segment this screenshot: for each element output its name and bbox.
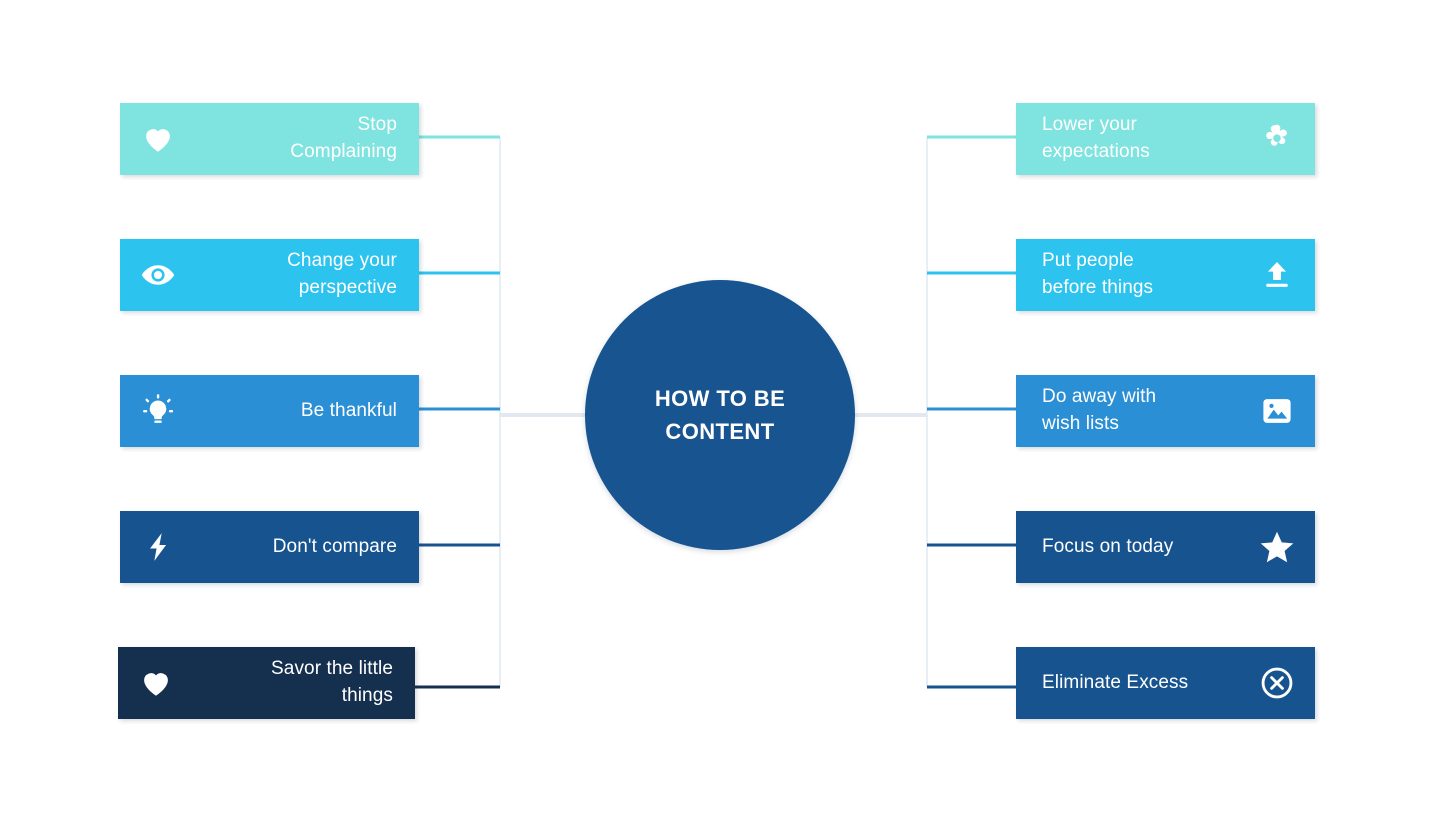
branch-node-label: Don't compare: [272, 535, 397, 557]
branch-node-label: Savor the little things: [271, 658, 393, 706]
image-icon: [1257, 391, 1297, 431]
heart-icon: [136, 663, 176, 703]
branch-node-label: Put people before things: [1042, 250, 1154, 298]
branch-node-left-2[interactable]: Change your perspective: [120, 239, 419, 311]
branch-node-label: Focus on today: [1042, 535, 1174, 557]
branch-node-right-5[interactable]: Eliminate Excess: [1016, 647, 1315, 719]
branch-node-left-1[interactable]: Stop Complaining: [120, 103, 419, 175]
branch-node-label: Eliminate Excess: [1042, 671, 1189, 693]
star-icon: [1257, 527, 1297, 567]
branch-node-left-3[interactable]: Be thankful: [120, 375, 419, 447]
lightning-bolt-icon: [138, 527, 178, 567]
upload-icon: [1257, 255, 1297, 295]
branch-node-label: Change your perspective: [287, 250, 397, 298]
branch-node-label: Stop Complaining: [290, 114, 397, 162]
branch-node-left-5[interactable]: Savor the little things: [118, 647, 415, 719]
branch-node-right-4[interactable]: Focus on today: [1016, 511, 1315, 583]
center-node-title: HOW TO BE CONTENT: [654, 386, 786, 444]
heart-icon: [138, 119, 178, 159]
branch-node-left-4[interactable]: Don't compare: [120, 511, 419, 583]
center-node[interactable]: HOW TO BE CONTENT: [585, 280, 855, 550]
flower-icon: [1257, 119, 1297, 159]
lightbulb-icon: [138, 391, 178, 431]
branch-node-label: Do away with wish lists: [1042, 386, 1157, 434]
eye-icon: [138, 255, 178, 295]
branch-node-label: Lower your expectations: [1042, 114, 1150, 162]
branch-node-right-3[interactable]: Do away with wish lists: [1016, 375, 1315, 447]
branch-node-right-2[interactable]: Put people before things: [1016, 239, 1315, 311]
branch-node-right-1[interactable]: Lower your expectations: [1016, 103, 1315, 175]
branch-node-label: Be thankful: [300, 399, 397, 421]
close-circle-icon: [1257, 663, 1297, 703]
